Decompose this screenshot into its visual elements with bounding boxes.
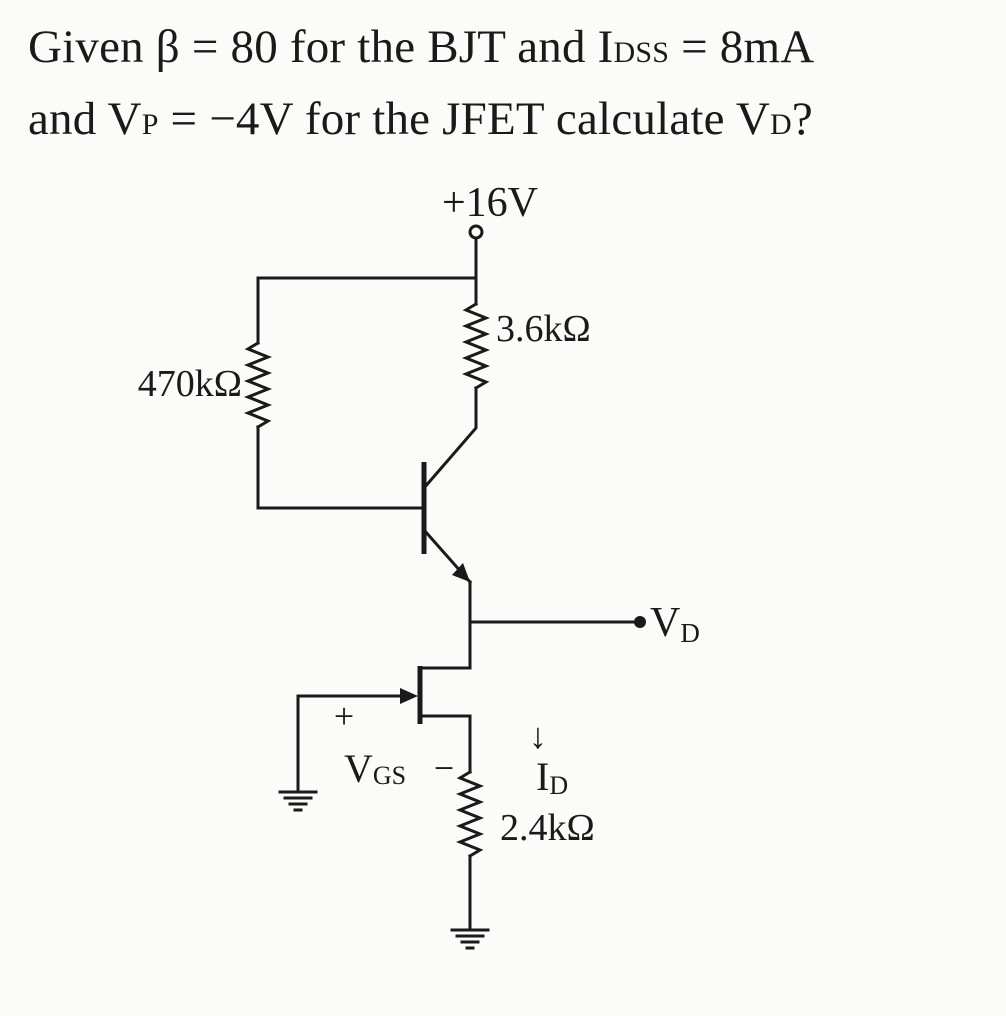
question-line-2-tail: ? (791, 93, 813, 145)
gate-arrow-icon (400, 688, 418, 704)
supply-wire (256, 236, 478, 345)
question-line-2: and VP = −4V for the JFET calculate VD? (28, 86, 998, 158)
question-line-2-text: = −4V for the JFET calculate V (158, 93, 770, 145)
base-resistor-label: 470kΩ (138, 363, 242, 405)
question-line-2-prefix: and V (28, 93, 142, 145)
vgs-plus: + (334, 696, 354, 736)
vp-subscript: P (141, 108, 159, 141)
base-wire (256, 425, 426, 510)
source-resistor (455, 769, 485, 859)
jfet-source-wire (418, 714, 472, 774)
vgs-minus: − (434, 748, 454, 788)
id-label: ID (536, 754, 568, 800)
source-resistor-label: 2.4kΩ (500, 807, 595, 849)
base-resistor (243, 340, 273, 430)
collector-resistor (461, 301, 491, 391)
vgs-label: VGS (344, 746, 406, 791)
gate-ground-icon (278, 790, 318, 812)
idss-subscript: DSS (613, 36, 670, 69)
jfet-gate-wire (296, 694, 412, 792)
supply-terminal (468, 224, 484, 240)
vd-subscript: D (769, 108, 792, 141)
question-line-1: Given β = 80 for the BJT and IDSS = 8mA (28, 14, 998, 86)
collector-resistor-label: 3.6kΩ (496, 308, 591, 350)
emitter-arrow-icon (452, 563, 470, 582)
emitter-to-drain-wire (418, 580, 472, 680)
question-line-1-text: Given β = 80 for the BJT and I (28, 21, 614, 73)
question-line-1-tail: = 8mA (669, 21, 815, 73)
vd-node (634, 616, 646, 628)
question-text: Given β = 80 for the BJT and IDSS = 8mA … (28, 14, 998, 158)
source-ground-icon (450, 928, 490, 950)
vd-label: VD (650, 600, 700, 648)
supply-voltage-label: +16V (442, 180, 538, 226)
id-arrow-icon: ↓ (529, 716, 547, 756)
collector-wire (421, 386, 478, 491)
